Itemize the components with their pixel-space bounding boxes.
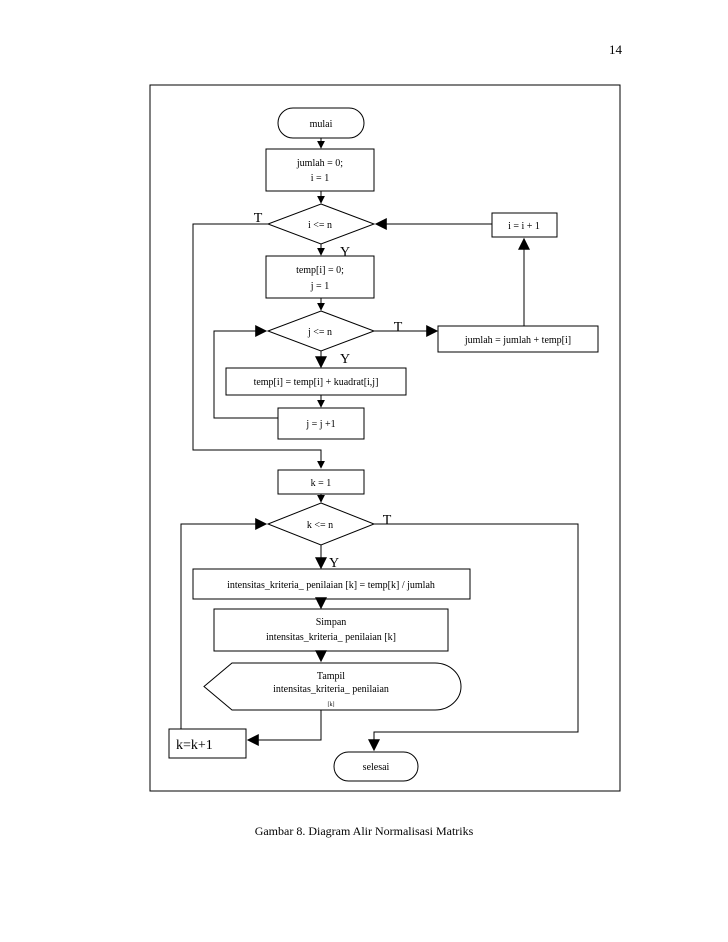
display-line1: Tampil bbox=[317, 671, 345, 682]
display-line2: intensitas_kriteria_ penilaian bbox=[273, 684, 389, 695]
loop-k-back bbox=[180, 518, 268, 729]
diagram-frame bbox=[149, 84, 621, 792]
normalize-label: intensitas_kriteria_ penilaian [k] = tem… bbox=[227, 580, 435, 591]
edge-label-k-true: Y bbox=[329, 556, 339, 571]
edge-label-j-false: T bbox=[394, 320, 403, 335]
page-number: 14 bbox=[609, 42, 622, 57]
accum-jumlah-label: jumlah = jumlah + temp[i] bbox=[464, 335, 571, 346]
init-jumlah-line1: jumlah = 0; bbox=[296, 158, 343, 169]
normalize-process: intensitas_kriteria_ penilaian [k] = tem… bbox=[192, 568, 471, 600]
init-temp-line1: temp[i] = 0; bbox=[296, 265, 344, 276]
save-line1: Simpan bbox=[316, 617, 347, 628]
init-k-process: k = 1 bbox=[277, 469, 365, 495]
cond-i-label: i <= n bbox=[308, 220, 332, 231]
inc-k-label: k=k+1 bbox=[176, 738, 213, 753]
accum-temp-label: temp[i] = temp[i] + kuadrat[i,j] bbox=[254, 377, 379, 388]
init-temp-line2: j = 1 bbox=[310, 281, 329, 292]
init-k-label: k = 1 bbox=[311, 478, 332, 489]
edge-label-i-false: T bbox=[254, 211, 263, 226]
cond-j-label: j <= n bbox=[307, 327, 332, 338]
loop-k-exit bbox=[368, 523, 579, 752]
display-line3: [k] bbox=[328, 702, 335, 708]
figure-caption: Gambar 8. Diagram Alir Normalisasi Matri… bbox=[254, 824, 474, 838]
init-temp-process: temp[i] = 0; j = 1 bbox=[265, 255, 375, 299]
loop-i-exit bbox=[192, 223, 325, 469]
cond-k-label: k <= n bbox=[307, 520, 333, 531]
loop-k-down bbox=[246, 710, 322, 746]
accum-jumlah-process: jumlah = jumlah + temp[i] bbox=[437, 325, 599, 353]
inc-i-label: i = i + 1 bbox=[508, 221, 540, 232]
inc-i-process: i = i + 1 bbox=[491, 212, 558, 238]
loop-j-back bbox=[213, 325, 278, 419]
edge-label-j-true: Y bbox=[340, 352, 350, 367]
accum-temp-process: temp[i] = temp[i] + kuadrat[i,j] bbox=[225, 367, 407, 396]
inc-j-label: j = j +1 bbox=[305, 419, 335, 430]
edge-label-k-false: T bbox=[383, 513, 392, 528]
end-terminator: selesai bbox=[333, 751, 419, 782]
init-jumlah-line2: i = 1 bbox=[311, 173, 329, 184]
edge-label-i-true: Y bbox=[340, 245, 350, 260]
end-label: selesai bbox=[363, 762, 390, 773]
save-process: Simpan intensitas_kriteria_ penilaian [k… bbox=[213, 608, 449, 652]
inc-j-process: j = j +1 bbox=[277, 407, 365, 440]
display-output: Tampil intensitas_kriteria_ penilaian [k… bbox=[203, 662, 462, 711]
start-label: mulai bbox=[310, 119, 333, 130]
save-line2: intensitas_kriteria_ penilaian [k] bbox=[266, 632, 396, 643]
cond-i-decision: i <= n bbox=[266, 203, 376, 245]
inc-k-process: k=k+1 bbox=[168, 728, 247, 759]
cond-j-decision: j <= n bbox=[266, 310, 376, 352]
init-jumlah-process: jumlah = 0; i = 1 bbox=[265, 148, 375, 192]
cond-k-decision: k <= n bbox=[266, 502, 376, 546]
start-terminator: mulai bbox=[277, 107, 365, 139]
